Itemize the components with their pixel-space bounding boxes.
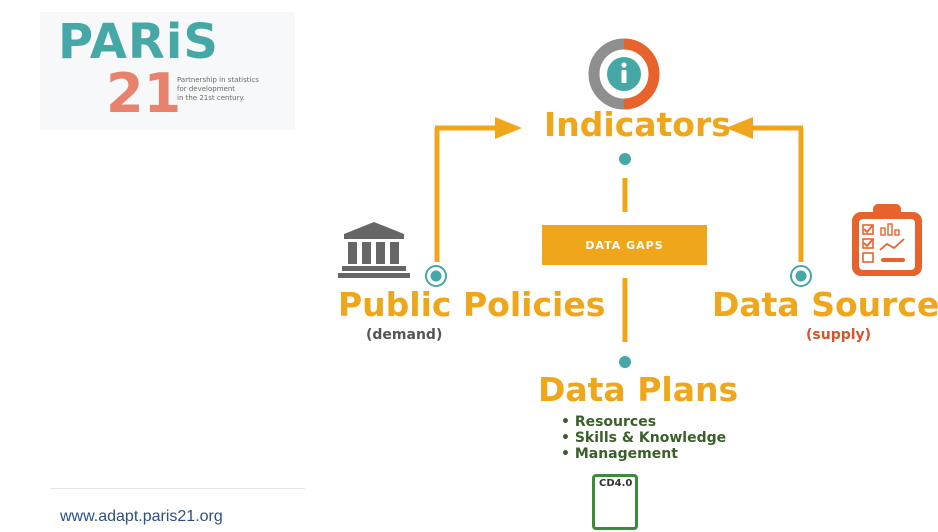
node-data-sources: Data Sources xyxy=(712,285,938,324)
paris21-logo: PARiS 21 Partnership in statistics for d… xyxy=(40,12,295,130)
node-ring-left xyxy=(425,265,447,287)
node-public-policies: Public Policies xyxy=(338,285,606,324)
logo-tagline: Partnership in statistics for developmen… xyxy=(177,76,297,103)
list-item: Resources xyxy=(561,414,726,430)
logo-tagline-3: in the 21st century. xyxy=(177,94,245,102)
website-link[interactable]: www.adapt.paris21.org xyxy=(60,508,223,525)
data-gaps-box: DATA GAPS xyxy=(542,225,707,265)
list-item: Management xyxy=(561,446,726,462)
government-building-icon xyxy=(338,222,410,278)
node-indicators: Indicators xyxy=(544,105,731,144)
node-data-plans: Data Plans xyxy=(538,370,739,409)
node-public-policies-sub: (demand) xyxy=(366,327,443,343)
cd40-badge: CD4.0 xyxy=(592,474,638,530)
logo-tagline-2: for development xyxy=(177,85,236,93)
list-item: Skills & Knowledge xyxy=(561,430,726,446)
node-dot xyxy=(619,356,631,368)
logo-name: PARiS xyxy=(58,14,219,70)
node-data-sources-sub: (supply) xyxy=(806,327,872,343)
arrow-left-icon xyxy=(726,117,753,139)
info-icon xyxy=(588,38,660,110)
arrow-right-icon xyxy=(495,117,522,139)
divider xyxy=(50,488,305,489)
cd40-label: CD4.0 xyxy=(599,478,633,489)
node-ring-right xyxy=(790,265,812,287)
logo-tagline-1: Partnership in statistics xyxy=(177,76,259,84)
clipboard-chart-icon xyxy=(852,204,922,276)
logo-number: 21 xyxy=(106,62,182,125)
node-dot xyxy=(619,153,631,165)
data-gaps-label: DATA GAPS xyxy=(585,238,664,252)
data-plans-list: Resources Skills & Knowledge Management xyxy=(561,414,726,462)
